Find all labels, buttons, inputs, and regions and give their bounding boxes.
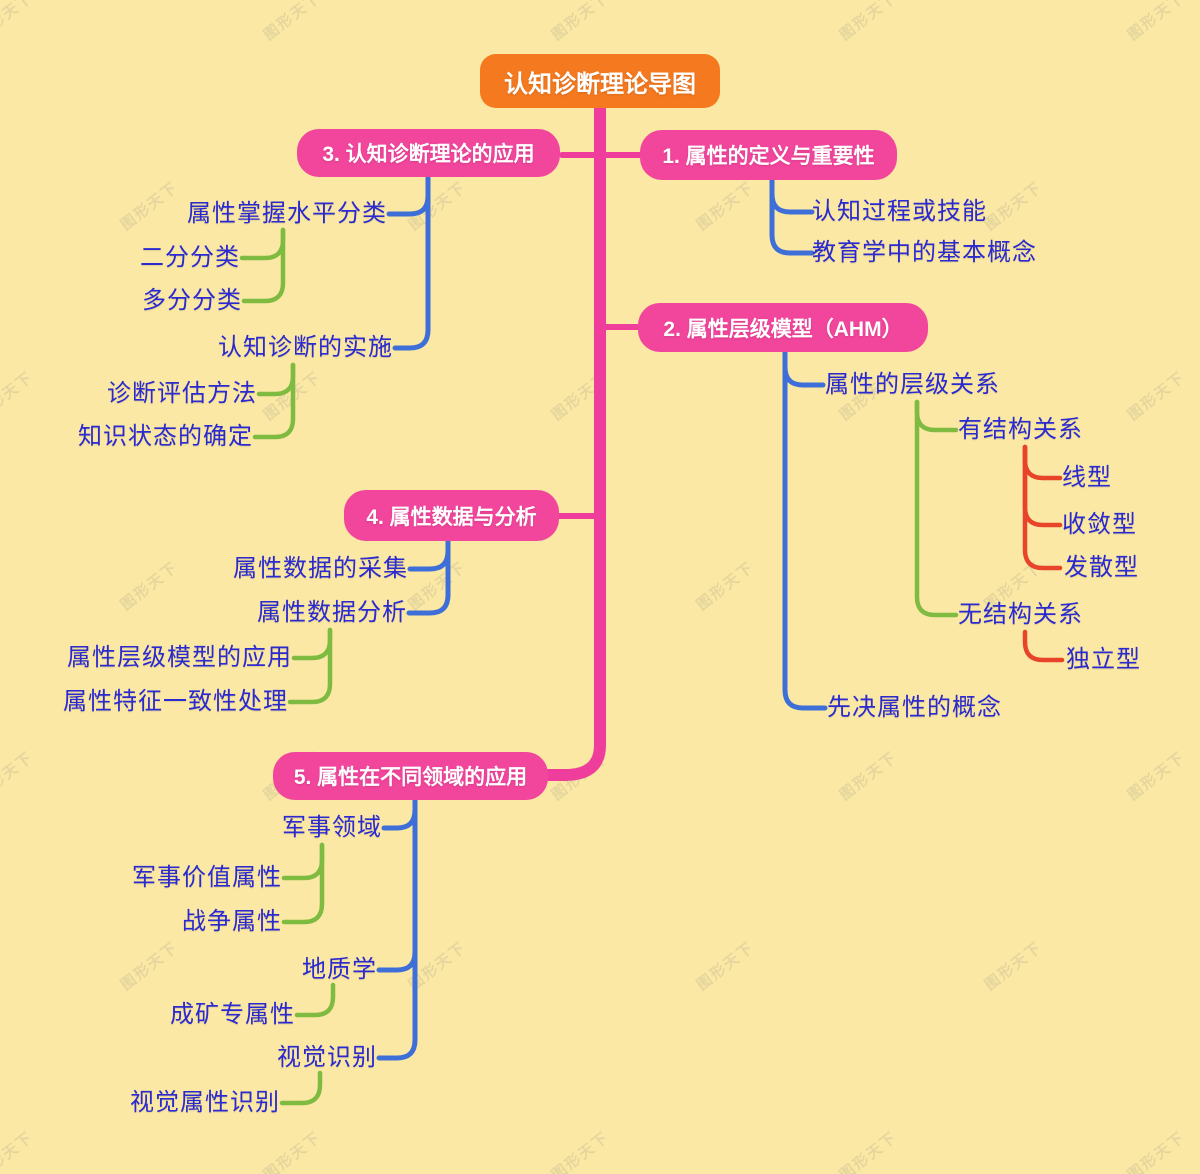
edge-mastery-classification xyxy=(386,175,431,217)
edge-war-attribute xyxy=(281,842,325,925)
leaf-military-domain[interactable]: 军事领域 xyxy=(282,814,382,841)
leaf-attr-feature-consistency[interactable]: 属性特征一致性处理 xyxy=(63,688,288,715)
branch-attribute-data-analysis[interactable]: 4. 属性数据与分析 xyxy=(344,490,559,541)
leaf-attr-mastery-level-classification[interactable]: 属性掌握水平分类 xyxy=(187,200,387,227)
leaf-cdt-implementation[interactable]: 认知诊断的实施 xyxy=(218,334,393,361)
leaf-basic-concept-in-pedagogy[interactable]: 教育学中的基本概念 xyxy=(812,239,1037,266)
leaf-geology[interactable]: 地质学 xyxy=(302,956,377,983)
edge-ore-forming xyxy=(294,982,336,1018)
edge-unstructured-relations xyxy=(914,399,959,618)
leaf-knowledge-state-determination[interactable]: 知识状态的确定 xyxy=(78,423,253,450)
leaf-prerequisite-attribute-concept[interactable]: 先决属性的概念 xyxy=(827,694,1002,721)
leaf-unstructured-relations[interactable]: 无结构关系 xyxy=(958,601,1083,628)
leaf-structured-relations[interactable]: 有结构关系 xyxy=(958,416,1083,443)
edge-ahm-application xyxy=(291,627,333,661)
edge-polytomous xyxy=(241,227,286,304)
leaf-independent-type[interactable]: 独立型 xyxy=(1066,646,1141,673)
leaf-polytomous-classification[interactable]: 多分分类 xyxy=(142,287,242,314)
leaf-cognitive-process-or-skill[interactable]: 认知过程或技能 xyxy=(812,198,987,225)
edge-linear-type xyxy=(1022,444,1063,481)
leaf-convergent-type[interactable]: 收敛型 xyxy=(1062,511,1137,538)
edge-hierarchy-relations xyxy=(782,349,826,388)
edge-dichotomous xyxy=(239,227,286,261)
leaf-divergent-type[interactable]: 发散型 xyxy=(1064,554,1139,581)
leaf-diagnostic-assessment-methods[interactable]: 诊断评估方法 xyxy=(107,380,257,407)
edge-divergent-type xyxy=(1022,444,1063,571)
trunk-line xyxy=(542,100,606,781)
leaf-attribute-hierarchy-relations[interactable]: 属性的层级关系 xyxy=(825,371,1000,398)
edge-visual-recognition xyxy=(376,795,418,1061)
leaf-war-attribute[interactable]: 战争属性 xyxy=(182,908,282,935)
leaf-ore-forming-attribute[interactable]: 成矿专属性 xyxy=(170,1001,295,1028)
edge-diagnostic-methods xyxy=(256,362,296,397)
edge-feature-consistency xyxy=(287,627,333,705)
branch-attribute-hierarchy-model[interactable]: 2. 属性层级模型（AHM） xyxy=(638,303,928,352)
edge-independent-type xyxy=(1022,629,1065,663)
edge-data-collection xyxy=(407,538,451,572)
branch-attr-definition-importance[interactable]: 1. 属性的定义与重要性 xyxy=(640,130,897,180)
leaf-military-value-attribute[interactable]: 军事价值属性 xyxy=(132,864,282,891)
edge-knowledge-state xyxy=(252,362,296,440)
leaf-attr-data-analysis[interactable]: 属性数据分析 xyxy=(257,599,407,626)
branch-cdt-applications[interactable]: 3. 认知诊断理论的应用 xyxy=(297,129,560,177)
leaf-ahm-application[interactable]: 属性层级模型的应用 xyxy=(67,644,292,671)
edge-military-value xyxy=(281,842,325,881)
root-node[interactable]: 认知诊断理论导图 xyxy=(480,54,720,108)
edge-prerequisite-attribute xyxy=(782,349,828,711)
edge-visual-attr-recognition xyxy=(279,1070,323,1106)
leaf-visual-attribute-recognition[interactable]: 视觉属性识别 xyxy=(130,1089,280,1116)
edge-convergent-type xyxy=(1022,444,1063,528)
edge-cdt-implementation xyxy=(392,175,431,351)
leaf-dichotomous-classification[interactable]: 二分分类 xyxy=(140,244,240,271)
edge-cognitive-process xyxy=(769,177,815,215)
branch-attr-domain-applications[interactable]: 5. 属性在不同领域的应用 xyxy=(273,752,548,800)
edge-military-domain xyxy=(381,795,418,831)
leaf-attr-data-collection[interactable]: 属性数据的采集 xyxy=(233,555,408,582)
edge-data-analysis xyxy=(406,538,451,616)
leaf-visual-recognition[interactable]: 视觉识别 xyxy=(277,1044,377,1071)
edge-pedagogy-concept xyxy=(769,177,815,256)
edge-structured-relations xyxy=(914,399,959,433)
leaf-linear-type[interactable]: 线型 xyxy=(1062,464,1112,491)
